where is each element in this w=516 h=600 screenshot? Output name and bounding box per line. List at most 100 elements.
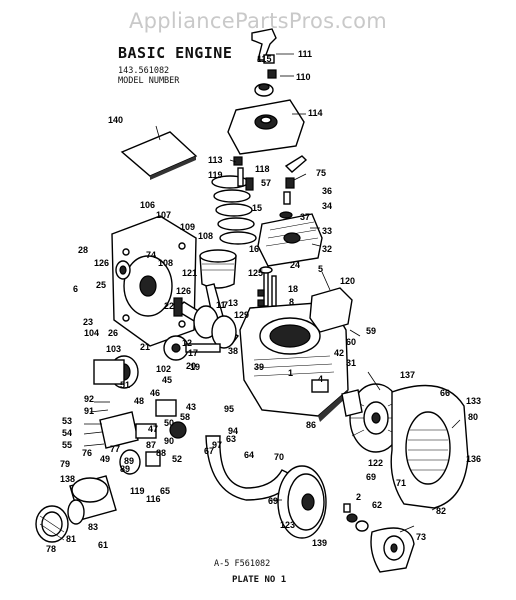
- callout-62: 62: [372, 500, 382, 510]
- callout-71: 71: [396, 478, 406, 488]
- callout-123: 123: [280, 520, 295, 530]
- callout-63: 63: [226, 434, 236, 444]
- callout-139: 139: [312, 538, 327, 548]
- callout-47: 47: [148, 424, 158, 434]
- callout-13: 13: [228, 298, 238, 308]
- callout-137: 137: [400, 370, 415, 380]
- callout-16: 16: [249, 244, 259, 254]
- blower-housing: [390, 384, 469, 509]
- callout-6: 6: [73, 284, 78, 294]
- callout-81: 81: [66, 534, 76, 544]
- model-number: 143.561082: [118, 66, 170, 76]
- callout-119: 119: [130, 486, 145, 496]
- callout-61: 61: [98, 540, 108, 550]
- drawing-code: A-5 F561082: [214, 559, 271, 569]
- callout-103: 103: [106, 344, 121, 354]
- owner-manual: [120, 131, 198, 180]
- callout-69: 69: [268, 496, 278, 506]
- callout-89: 89: [120, 464, 130, 474]
- callout-48: 48: [134, 396, 144, 406]
- callout-55: 55: [62, 440, 72, 450]
- callout-86: 86: [306, 420, 316, 430]
- callout-57: 57: [261, 178, 271, 188]
- leader-lines: [83, 53, 461, 533]
- callout-83: 83: [88, 522, 98, 532]
- callout-32: 32: [322, 244, 332, 254]
- callout-114: 114: [308, 108, 323, 118]
- crankcase-cover: [111, 215, 197, 347]
- callout-133: 133: [466, 396, 481, 406]
- callout-34: 34: [322, 201, 332, 211]
- callout-138: 138: [60, 474, 75, 484]
- callout-60: 60: [346, 337, 356, 347]
- ignition-parts: [311, 379, 363, 417]
- callout-64: 64: [244, 450, 254, 460]
- callout-7: 7: [223, 300, 228, 310]
- callout-119: 119: [208, 170, 223, 180]
- callout-49: 49: [100, 454, 110, 464]
- callout-54: 54: [62, 428, 72, 438]
- callout-67: 67: [204, 446, 214, 456]
- callout-104: 104: [84, 328, 99, 338]
- callout-1: 1: [288, 368, 293, 378]
- callout-120: 120: [340, 276, 355, 286]
- camshaft: [163, 335, 221, 361]
- callout-12: 12: [182, 338, 192, 348]
- callout-97: 97: [212, 440, 222, 450]
- callout-94: 94: [228, 426, 238, 436]
- callout-76: 76: [82, 448, 92, 458]
- callout-70: 70: [274, 452, 284, 462]
- callout-66: 66: [440, 388, 450, 398]
- callout-26: 26: [108, 328, 118, 338]
- callout-129: 129: [234, 310, 249, 320]
- callout-17: 17: [188, 348, 198, 358]
- callout-39: 39: [254, 362, 264, 372]
- callout-19: 19: [190, 362, 200, 372]
- callout-23: 23: [83, 317, 93, 327]
- breather-plate: [309, 287, 353, 333]
- callout-20: 20: [186, 361, 196, 371]
- callout-109: 109: [180, 222, 195, 232]
- callout-46: 46: [150, 388, 160, 398]
- watermark: AppliancePartsPros.com: [128, 9, 388, 33]
- muffler: [93, 355, 139, 389]
- callout-82: 82: [436, 506, 446, 516]
- fasteners-upper: [233, 155, 308, 219]
- piston: [199, 249, 237, 289]
- callout-74: 74: [146, 250, 156, 260]
- callout-78: 78: [46, 544, 56, 554]
- callout-121: 121: [182, 268, 197, 278]
- callout-2: 2: [356, 492, 361, 502]
- lower-fasteners: [343, 503, 369, 532]
- callout-52: 52: [172, 454, 182, 464]
- callout-107: 107: [156, 210, 171, 220]
- callout-108: 108: [198, 231, 213, 241]
- callout-118: 118: [255, 164, 270, 174]
- callout-31: 31: [346, 358, 356, 368]
- fuel-tank-assembly: [35, 475, 117, 543]
- diagram-title: BASIC ENGINE: [118, 44, 233, 62]
- cylinder-head: [257, 213, 323, 267]
- callout-4: 4: [318, 374, 323, 384]
- callout-15: 15: [252, 203, 262, 213]
- callout-22: 22: [164, 301, 174, 311]
- callout-37: 37: [300, 212, 310, 222]
- callout-87: 87: [146, 440, 156, 450]
- callout-79: 79: [60, 459, 70, 469]
- callout-25: 25: [96, 280, 106, 290]
- valves: [257, 266, 277, 307]
- callout-102: 102: [156, 364, 171, 374]
- callout-106: 106: [140, 200, 155, 210]
- callout-140: 140: [108, 115, 123, 125]
- callout-89: 89: [124, 456, 134, 466]
- callout-126: 126: [94, 258, 109, 268]
- crankshaft: [173, 297, 240, 349]
- callout-73: 73: [416, 532, 426, 542]
- callout-69: 69: [366, 472, 376, 482]
- callout-125: 125: [248, 268, 263, 278]
- callout-126: 126: [176, 286, 191, 296]
- callout-75: 75: [316, 168, 326, 178]
- callout-28: 28: [78, 245, 88, 255]
